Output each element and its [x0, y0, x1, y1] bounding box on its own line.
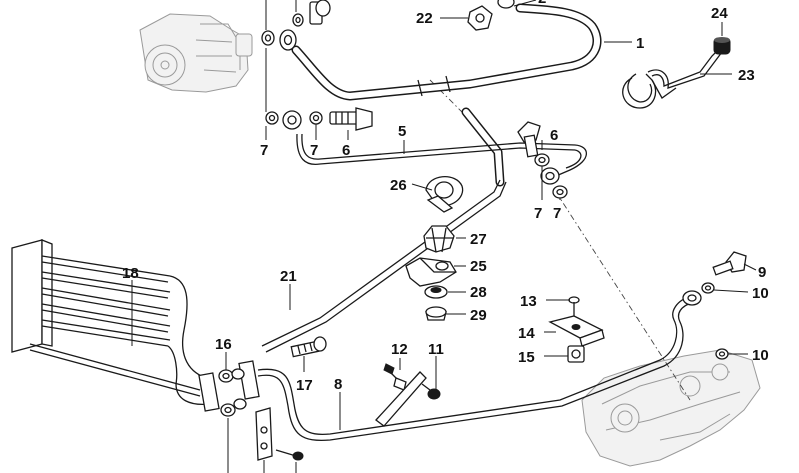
callout-7-a: 7	[260, 142, 268, 159]
callout-labels: 1 2 5 6 6 7 7 7 7 8 9 10 10 11 12 13 14 …	[122, 0, 769, 394]
grommet-29	[425, 306, 447, 321]
callout-24: 24	[711, 5, 728, 22]
pipe-21	[261, 179, 507, 353]
callout-17: 17	[296, 377, 313, 394]
callout-25: 25	[470, 258, 487, 275]
clip-14	[548, 315, 605, 347]
fitting-16	[218, 368, 247, 417]
callout-16: 16	[215, 336, 232, 353]
fitting-steering-box	[682, 290, 702, 306]
callout-7-b: 7	[310, 142, 318, 159]
banjo-fitting-middle	[265, 107, 373, 131]
hose-1	[291, 3, 602, 101]
callout-6-right: 6	[550, 127, 558, 144]
power-steering-pump-ghost	[139, 13, 253, 93]
callout-8: 8	[334, 376, 342, 393]
callout-6-left: 6	[342, 142, 350, 159]
callout-5: 5	[398, 123, 406, 140]
damper-27	[423, 225, 455, 253]
bolt-9	[712, 251, 747, 276]
callout-29: 29	[470, 307, 487, 324]
callout-22: 22	[416, 10, 433, 27]
grommet-22	[467, 0, 515, 31]
hose-connecting	[461, 107, 505, 187]
bolt-bottom	[275, 449, 304, 461]
callout-15: 15	[518, 349, 535, 366]
callout-7-c: 7	[534, 205, 542, 222]
callout-21: 21	[280, 268, 297, 285]
screw-11	[421, 383, 441, 400]
callout-26: 26	[390, 177, 407, 194]
callout-9: 9	[758, 264, 766, 281]
oil-cooler-18	[11, 239, 260, 412]
bracket-25	[405, 257, 457, 287]
steering-gear-ghost	[581, 349, 761, 467]
pipe-5	[296, 133, 588, 177]
callout-7-d: 7	[553, 205, 561, 222]
bracket-bottom	[255, 407, 273, 461]
bolt-17	[290, 336, 327, 358]
callout-13: 13	[520, 293, 537, 310]
callout-12: 12	[391, 341, 408, 358]
leader-lines	[131, 0, 757, 473]
callout-11: 11	[428, 341, 444, 358]
callout-28: 28	[470, 284, 487, 301]
reference-lines	[429, 79, 691, 401]
washer-10-lower	[715, 348, 729, 360]
bracket-strap	[375, 371, 427, 427]
pipe-8	[257, 295, 695, 441]
bracket-23	[622, 49, 723, 109]
callout-2: 2	[538, 0, 546, 7]
callout-1: 1	[636, 35, 644, 52]
clamp-15	[567, 345, 585, 363]
callout-27: 27	[470, 231, 487, 248]
callout-18: 18	[122, 265, 139, 282]
banjo-fitting-top	[261, 0, 331, 51]
clamp-26	[425, 176, 464, 213]
callout-23: 23	[738, 67, 755, 84]
callout-14: 14	[518, 325, 535, 342]
washer-10-upper	[701, 282, 715, 294]
screw-12	[383, 363, 407, 391]
banjo-bolt-6-right	[517, 121, 568, 199]
grommet-28	[424, 285, 448, 299]
cap-24	[713, 37, 731, 55]
screw-13	[568, 296, 580, 316]
callout-10-upper: 10	[752, 285, 769, 302]
callout-10-lower: 10	[752, 347, 769, 364]
